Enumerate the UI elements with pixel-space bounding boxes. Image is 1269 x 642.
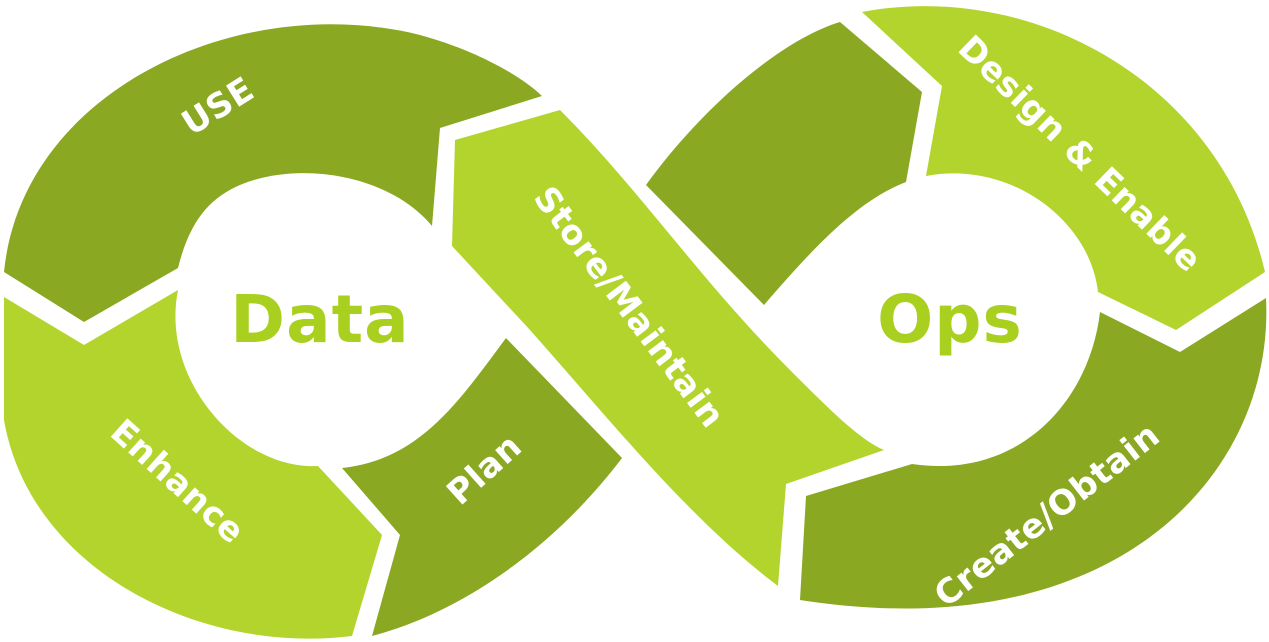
segment-store-maintain — [452, 110, 884, 586]
hub-label-ops: Ops — [877, 281, 1023, 358]
segment-design-enable — [862, 6, 1265, 330]
segment-use — [4, 24, 542, 322]
hub-label-data: Data — [230, 281, 409, 358]
segment-plan — [342, 338, 622, 636]
segment-create-obtain — [800, 298, 1267, 609]
segment-upper-bridge — [646, 22, 922, 305]
segment-enhance — [4, 290, 382, 639]
